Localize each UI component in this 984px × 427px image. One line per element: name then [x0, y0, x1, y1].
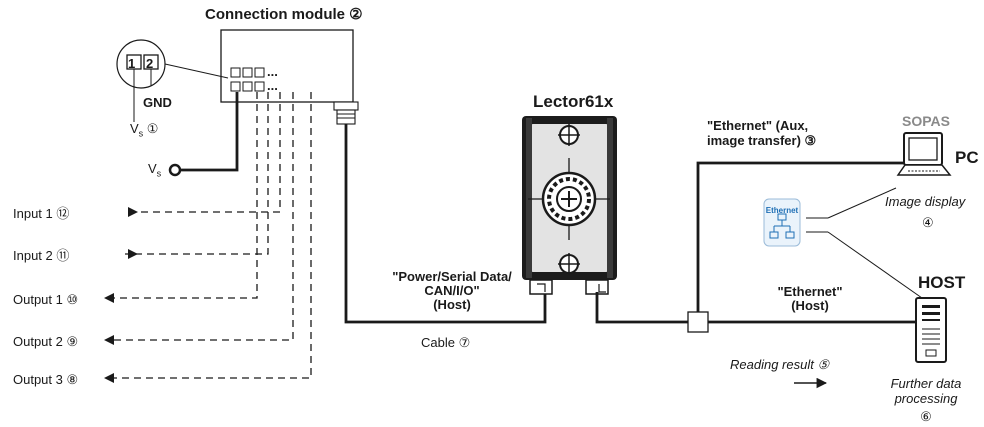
terminal-dots-top: ... [267, 64, 278, 79]
power-cable-label-2: CAN/I/O" [424, 283, 480, 298]
switch-label: Ethernet [765, 206, 799, 215]
power-cable-label-3: (Host) [433, 297, 471, 312]
io-dashed-lines [114, 92, 312, 379]
host-tower-icon [915, 297, 947, 363]
io-label-output3: Output 3 ⑧ [13, 372, 79, 387]
pc-caption: Image display [885, 194, 966, 209]
ethernet-aux-label-2: image transfer) ③ [707, 133, 817, 148]
io-label-input1: Input 1 ⑫ [13, 206, 70, 221]
output3-arrow [104, 373, 114, 383]
power-cable [344, 124, 547, 324]
io-label-output2: Output 2 ⑨ [13, 334, 79, 349]
terminal-dots-bottom: ... [267, 78, 278, 93]
host-caption-1: Further data [890, 376, 962, 391]
input2-arrow [128, 249, 138, 259]
vs-supply-line [180, 92, 239, 172]
host-caption-2: processing [894, 391, 958, 406]
pc-icon [896, 132, 952, 176]
lector61x-device [522, 116, 617, 295]
ethernet-switch-icon [763, 198, 801, 247]
output1-arrow [104, 293, 114, 303]
ethernet-aux-label-1: "Ethernet" (Aux, [707, 118, 809, 133]
pc-marker: ④ [922, 215, 934, 230]
ethernet-host-cable [595, 292, 915, 324]
input1-arrow [128, 207, 138, 217]
device-name: Lector61x [533, 92, 614, 111]
output2-arrow [104, 335, 114, 345]
ethernet-aux-cable [696, 161, 905, 312]
sopas-label: SOPAS [902, 113, 950, 129]
supply-vs-label: Vs [148, 161, 162, 179]
connection-module-title: Connection module ② [205, 6, 363, 23]
module-terminals [230, 67, 265, 92]
vs-terminal [168, 163, 182, 177]
module-connector [333, 101, 359, 125]
io-label-output1: Output 1 ⑩ [13, 292, 79, 307]
pc-label: PC [955, 148, 979, 167]
pin-2-label: 2 [146, 56, 154, 71]
io-label-input2: Input 2 ⑪ [13, 248, 70, 263]
pin-1-label: 1 [128, 56, 136, 71]
power-cable-label-1: "Power/Serial Data/ [392, 269, 512, 284]
cable-label: Cable ⑦ [421, 335, 471, 350]
host-label: HOST [918, 273, 966, 292]
ethernet-host-label-1: "Ethernet" [777, 284, 843, 299]
gnd-label: GND [143, 95, 172, 110]
reading-result-label: Reading result ⑤ [730, 357, 830, 372]
ethernet-junction [687, 311, 709, 333]
connection-module-box [220, 29, 354, 103]
ethernet-host-label-2: (Host) [791, 298, 829, 313]
host-marker: ⑥ [920, 409, 932, 424]
pin-vs-label: Vs ① [130, 121, 159, 139]
